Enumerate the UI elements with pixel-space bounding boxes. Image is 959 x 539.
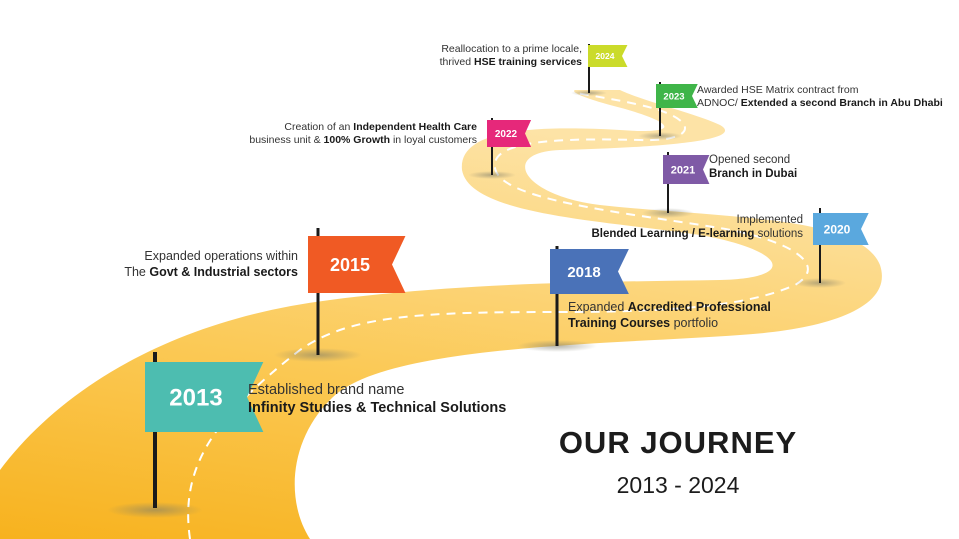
milestone-2022-text: Creation of an Independent Health Care b… (249, 121, 477, 147)
flag-2020: 2020 (813, 208, 869, 283)
flag-2021: 2021 (663, 152, 710, 213)
flag-2015: 2015 (308, 228, 406, 355)
flag-banner-2020 (813, 213, 869, 245)
milestone-2013-text: Established brand name Infinity Studies … (248, 381, 506, 417)
flag-2023: 2023 (656, 82, 698, 136)
flag-banner-2022 (487, 120, 532, 147)
milestone-2024-text: Reallocation to a prime locale, thrived … (440, 43, 582, 69)
page-title: OUR JOURNEY (558, 425, 798, 460)
flag-year-2023: 2023 (663, 91, 684, 102)
milestone-2024-line2-pre: thrived (439, 56, 475, 69)
flag-year-2013: 2013 (169, 385, 222, 412)
milestone-2024-line1: Reallocation to a prime locale, (441, 43, 582, 55)
milestone-2018-line1-pre: Expanded (568, 300, 628, 314)
milestone-2015-line1: Expanded operations within (144, 249, 298, 263)
flag-banner-2024 (588, 45, 628, 67)
milestone-2018-text: Expanded Accredited Professional Trainin… (568, 300, 771, 331)
milestone-2020-text: Implemented Blended Learning / E-learnin… (591, 213, 803, 242)
milestone-2020-line2-bold: Blended Learning / E-learning (591, 228, 755, 241)
milestone-2020-line2-post: solutions (754, 228, 803, 241)
milestone-2022-line1-pre: Creation of an (284, 121, 354, 133)
milestone-2023-line1: Awarded HSE Matrix contract from (697, 84, 859, 96)
shadow-2013 (107, 502, 203, 518)
milestone-2018-line1-bold: Accredited Professional (627, 300, 771, 314)
flag-year-2015: 2015 (330, 255, 370, 275)
milestone-2021-text: Opened second Branch in Dubai (709, 153, 797, 182)
milestone-2013-line1: Established brand name (248, 382, 405, 398)
milestone-2015-text: Expanded operations within The Govt & In… (124, 249, 298, 280)
milestone-2022-line2-post: in loyal customers (390, 134, 477, 147)
flag-banner-2021 (663, 155, 710, 184)
flag-2013: 2013 (145, 352, 264, 508)
milestone-2022-line2-bold: 100% Growth (323, 134, 391, 147)
flag-banner-2023 (656, 84, 698, 108)
milestone-2022-line2-pre: business unit & (249, 134, 324, 147)
flag-year-2018: 2018 (567, 264, 600, 281)
milestone-2020-line1: Implemented (736, 214, 803, 226)
flag-2018: 2018 (550, 246, 629, 346)
milestone-2013-line2: Infinity Studies & Technical Solutions (248, 400, 507, 417)
flag-2022: 2022 (487, 118, 532, 175)
milestone-2021-line1: Opened second (709, 154, 791, 166)
flag-year-2022: 2022 (495, 129, 518, 140)
flag-banner-2013 (145, 362, 264, 432)
milestone-2024-line2-bold: HSE training services (474, 56, 582, 69)
page-subtitle: 2013 - 2024 (616, 472, 740, 498)
flag-banner-2015 (308, 236, 406, 293)
flag-year-2024: 2024 (596, 51, 615, 61)
milestone-2023-line2-pre: ADNOC/ (697, 97, 741, 110)
milestone-2015-line2-bold: Govt & Industrial sectors (149, 264, 298, 279)
milestone-2018-line2-post: portfolio (670, 315, 719, 330)
flag-2024: 2024 (588, 44, 628, 93)
flag-banner-2018 (550, 249, 629, 294)
milestone-2023-text: Awarded HSE Matrix contract from ADNOC/ … (697, 84, 943, 110)
milestone-2023-line2-bold: Extended a second Branch in Abu Dhabi (740, 97, 943, 110)
milestone-2022-line1-bold: Independent Health Care (353, 121, 477, 133)
milestone-2018-line2-bold: Training Courses (568, 315, 671, 330)
flag-year-2020: 2020 (824, 222, 851, 236)
milestone-2021-line2-bold: Branch in Dubai (709, 168, 798, 181)
milestone-2015-line2-pre: The (124, 264, 150, 279)
milestone-flags: 2013 2015 2018 2020 2021 2022 2023 2024 (145, 44, 869, 508)
flag-year-2021: 2021 (671, 164, 695, 176)
